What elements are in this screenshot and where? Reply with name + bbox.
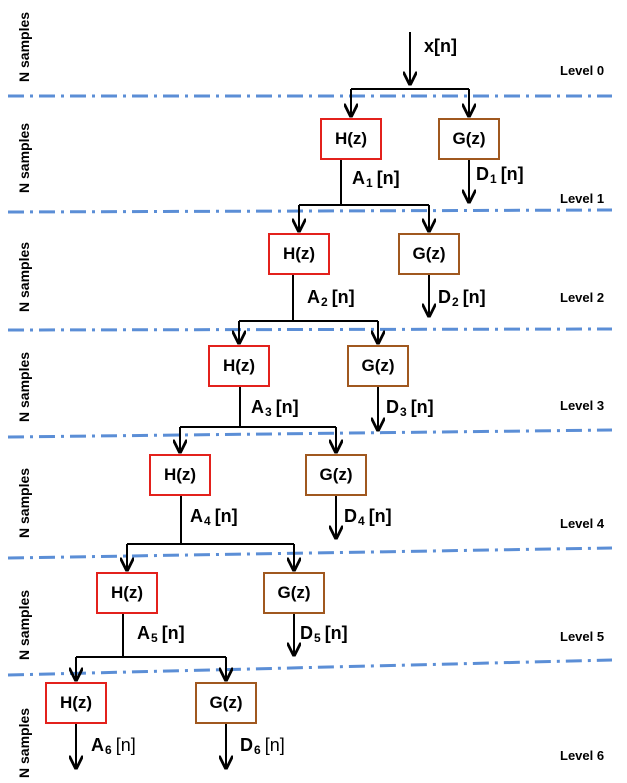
approx-coeff-2: A2[n] [307,287,355,309]
lowpass-filter-4: H(z) [149,454,211,496]
level-label-3: Level 3 [560,398,605,413]
level-label-1: Level 1 [560,191,605,206]
detail-coeff-2: D2[n] [438,287,486,309]
highpass-filter-2: G(z) [398,233,460,275]
approx-coeff-5: A5[n] [137,623,185,645]
approx-coeff-6: A6[n] [91,735,136,757]
level-label-6: Level 6 [560,748,605,763]
lowpass-filter-2: H(z) [268,233,330,275]
level-divider-2 [7,208,613,214]
level-label-5: Level 5 [560,629,605,644]
detail-coeff-3: D3[n] [386,397,434,419]
samples-label-3: N samples [16,351,32,422]
samples-label-2: N samples [16,241,32,312]
highpass-filter-5: G(z) [263,572,325,614]
samples-label-1: N samples [16,122,32,193]
lowpass-filter-3: H(z) [208,345,270,387]
level-label-0: Level 0 [560,63,605,78]
lowpass-filter-5: H(z) [96,572,158,614]
input-signal-label: x[n] [424,36,457,56]
level-label-4: Level 4 [560,516,605,531]
detail-coeff-1: D1[n] [476,164,524,186]
samples-label-6: N samples [16,707,32,778]
level-divider-6 [7,658,613,677]
level-divider-4 [7,428,613,439]
highpass-filter-4: G(z) [305,454,367,496]
lowpass-filter-1: H(z) [320,118,382,160]
detail-coeff-5: D5[n] [300,623,348,645]
samples-label-0: N samples [16,11,32,82]
level-label-2: Level 2 [560,290,605,305]
approx-coeff-1: A1[n] [352,168,400,190]
approx-coeff-4: A4[n] [190,506,238,528]
lowpass-filter-6: H(z) [45,682,107,724]
highpass-filter-6: G(z) [195,682,257,724]
samples-label-5: N samples [16,589,32,660]
approx-coeff-3: A3[n] [251,397,299,419]
detail-coeff-4: D4[n] [344,506,392,528]
highpass-filter-1: G(z) [438,118,500,160]
level-divider-5 [7,546,613,560]
highpass-filter-3: G(z) [347,345,409,387]
samples-label-4: N samples [16,467,32,538]
detail-coeff-6: D6[n] [240,735,285,757]
level-divider-3 [7,327,613,332]
